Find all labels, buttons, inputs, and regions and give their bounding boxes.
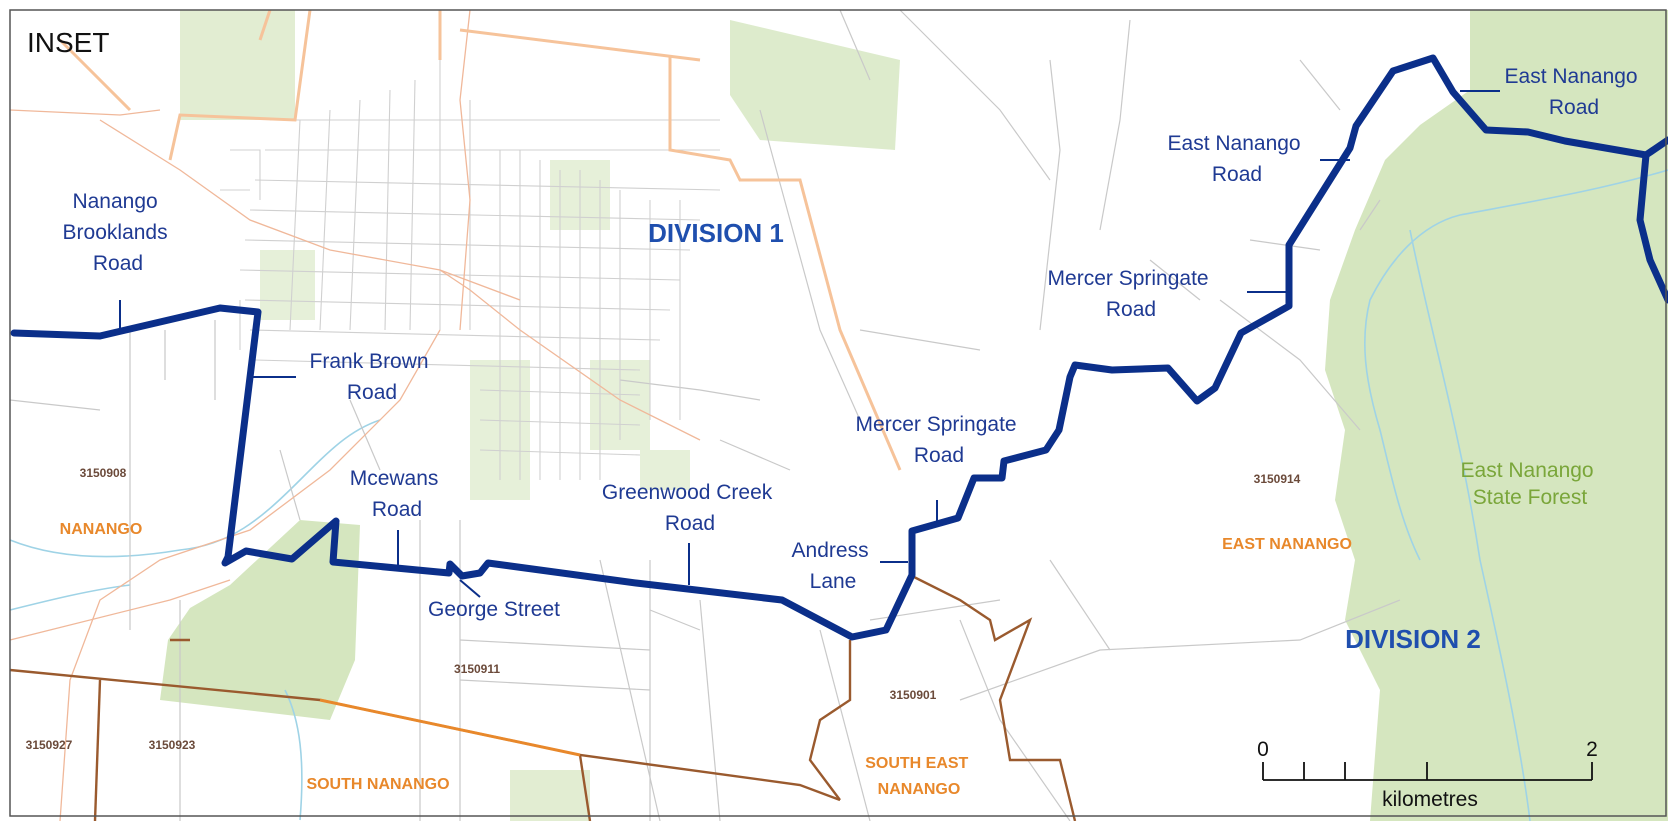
division-boundary: [10, 54, 1668, 641]
scale-bar-start: 0: [1257, 738, 1269, 761]
sa-code-3150911: 3150911: [454, 662, 500, 676]
street-grid: [220, 60, 721, 480]
sa-code-3150923: 3150923: [149, 738, 196, 752]
inset-label: INSET: [27, 27, 109, 58]
scale-bar-unit: kilometres: [1382, 788, 1478, 811]
division-1-label: DIVISION 1: [648, 218, 784, 248]
old-boundaries: [58, 9, 902, 471]
locality-south-east-nanango: SOUTH EAST NANANGO: [865, 755, 973, 798]
locality-east-nanango: EAST NANANGO: [1222, 536, 1352, 553]
main-roads: [9, 9, 701, 821]
creeks: [9, 169, 1668, 821]
road-label-mercer-springate-2: Mercer Springate Road: [1048, 267, 1215, 321]
locality-boundaries: [9, 573, 1077, 821]
road-label-nanango-brooklands: Nanango Brooklands Road: [63, 190, 174, 275]
road-label-frank-brown: Frank Brown Road: [310, 350, 435, 404]
scale-bar-end: 2: [1586, 738, 1598, 761]
road-label-east-nanango-1: East Nanango Road: [1168, 132, 1307, 186]
locality-south-nanango: SOUTH NANANGO: [306, 776, 449, 793]
division-2-label: DIVISION 2: [1345, 624, 1481, 654]
sa-code-3150908: 3150908: [80, 466, 127, 480]
locality-boundary-orange: [319, 698, 581, 757]
road-labels: Nanango Brooklands Road Frank Brown Road…: [63, 65, 1644, 621]
road-label-east-nanango-2: East Nanango Road: [1505, 65, 1644, 119]
sa-code-3150901: 3150901: [890, 688, 937, 702]
sa-code-3150914: 3150914: [1254, 472, 1301, 486]
road-label-greenwood-creek: Greenwood Creek Road: [602, 481, 778, 535]
forest-label: East Nanango State Forest: [1461, 459, 1600, 509]
map-frame: [9, 9, 1667, 817]
scale-bar: [1262, 762, 1593, 781]
locality-labels: NANANGO EAST NANANGO SOUTH NANANGO SOUTH…: [60, 521, 1352, 798]
statistical-area-labels: 3150908 3150911 3150901 3150914 3150927 …: [26, 466, 1301, 752]
road-label-mcewans: Mcewans Road: [350, 467, 445, 521]
locality-nanango: NANANGO: [60, 521, 143, 538]
road-label-george-street: George Street: [428, 598, 560, 621]
sa-code-3150927: 3150927: [26, 738, 73, 752]
road-label-andress-lane: Andress Lane: [792, 539, 875, 593]
label-leaders: [119, 90, 1500, 598]
road-label-mercer-springate-1: Mercer Springate Road: [856, 413, 1023, 467]
division-labels: DIVISION 1 DIVISION 2: [648, 218, 1481, 654]
